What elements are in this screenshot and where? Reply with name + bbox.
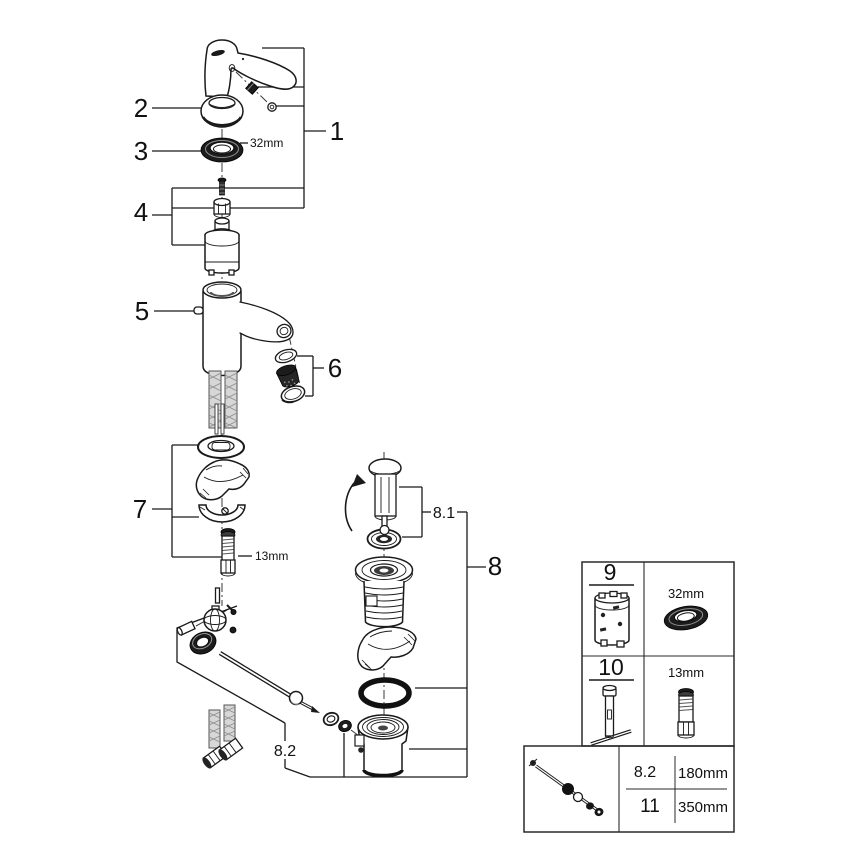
part-mounting-stud <box>220 528 236 577</box>
part-mounting-clamp <box>198 504 246 523</box>
callout-bracket-8-1 <box>399 486 467 538</box>
part-cartridge <box>204 217 240 276</box>
part-faucet-body <box>193 281 294 377</box>
callout-8-1: 8.1 <box>433 505 455 522</box>
tool-9-size: 32mm <box>668 586 704 601</box>
callout-1: 1 <box>330 116 344 146</box>
popup-rod-pin <box>214 587 221 604</box>
length-row-11-number: 11 <box>640 796 660 817</box>
callout-4: 4 <box>134 197 148 227</box>
stud-drawing <box>677 688 695 739</box>
tool-9-number: 9 <box>604 559 617 585</box>
tool-table: 9 32mm 10 <box>581 559 735 747</box>
supply-hoses <box>208 370 238 435</box>
callout-7: 7 <box>133 494 147 524</box>
callout-6: 6 <box>328 353 342 383</box>
part-drain-wedge <box>357 626 417 671</box>
ring-nut-drawing <box>663 605 709 631</box>
part-base-wedge <box>195 459 250 501</box>
part-drain-flange <box>354 556 414 628</box>
part-aerator-shell <box>280 385 306 404</box>
callout-8-2: 8.2 <box>274 743 296 760</box>
part-plug-seal <box>366 524 402 550</box>
length-row-8-2-value: 180mm <box>678 765 728 782</box>
callout-bracket-6 <box>297 355 324 397</box>
callout-3: 3 <box>134 136 148 166</box>
callout-leader-3 <box>152 142 248 152</box>
popup-rod <box>218 651 320 713</box>
supply-hose-ends <box>202 704 244 769</box>
part-handle-dome-cap <box>200 94 244 128</box>
callout-bracket-4 <box>152 187 304 246</box>
popup-rod-joint <box>176 604 237 636</box>
tool-10-drawing <box>590 684 632 746</box>
length-table: 8.2 180mm 11 350mm <box>523 745 735 833</box>
part-drain-body <box>354 714 409 778</box>
rotate-arrow-icon <box>344 474 366 532</box>
tool-10-number: 10 <box>598 654 624 680</box>
tool-10-size: 13mm <box>668 665 704 680</box>
callout-bracket-8-2 <box>284 723 345 777</box>
part-base-oring <box>197 435 245 459</box>
part-cartridge-screw <box>217 177 227 196</box>
handle-set-screw <box>245 81 259 95</box>
length-row-8-2-number: 8.2 <box>634 764 656 781</box>
part-drain-oring <box>358 677 412 709</box>
callout-8: 8 <box>488 551 502 581</box>
callout-bracket-7 <box>152 444 252 558</box>
callout-2: 2 <box>134 93 148 123</box>
part-popup-plug <box>368 458 402 528</box>
popup-rod-oring <box>322 711 352 733</box>
callout-5: 5 <box>135 296 149 326</box>
length-row-11-value: 350mm <box>678 799 728 816</box>
tool-9-drawing <box>594 590 630 648</box>
dim-ring-nut: 32mm <box>250 136 283 150</box>
part-lever-handle <box>204 39 297 98</box>
rod-assembly-drawing <box>528 758 604 817</box>
handle-screw-cap <box>267 102 277 112</box>
part-ring-nut-32mm <box>200 137 244 163</box>
part-aerator-seal <box>274 348 298 364</box>
dim-mounting-stud: 13mm <box>255 549 288 563</box>
popup-rod-grommet <box>189 631 217 655</box>
